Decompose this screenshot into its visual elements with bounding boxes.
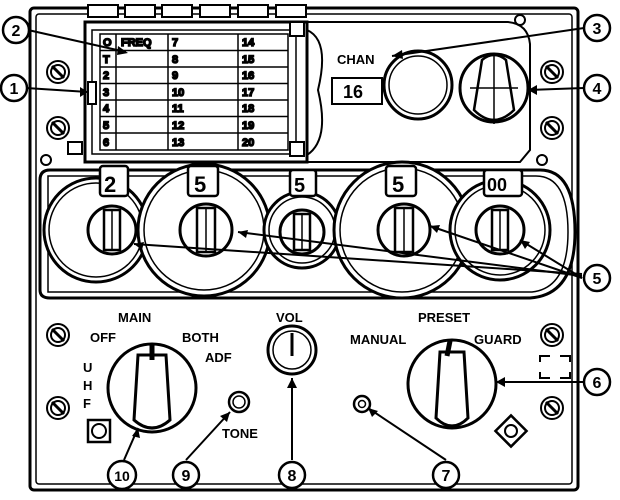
mode-switch-lock-icon bbox=[86, 418, 112, 444]
callout-10: 10 bbox=[106, 459, 138, 491]
freq-digit-2: 5 bbox=[194, 172, 206, 197]
freq-knob-4[interactable] bbox=[376, 202, 432, 258]
table-cell: 10 bbox=[172, 87, 184, 99]
freq-knob-1[interactable] bbox=[86, 204, 138, 256]
tone-label: TONE bbox=[222, 426, 258, 441]
table-header-o: O bbox=[103, 37, 112, 49]
callout-10-label: 10 bbox=[114, 468, 130, 484]
mode-uhf-f: F bbox=[83, 396, 91, 411]
callout-5-label: 5 bbox=[593, 271, 602, 288]
table-cell: 3 bbox=[103, 87, 109, 99]
table-cell: 15 bbox=[242, 54, 254, 66]
manual-label: MANUAL bbox=[350, 332, 406, 347]
callout-8-label: 8 bbox=[288, 468, 297, 485]
table-cell: 9 bbox=[172, 70, 178, 82]
table-cell: 5 bbox=[103, 120, 109, 132]
chan-display bbox=[331, 77, 383, 105]
callout-7: 7 bbox=[431, 460, 461, 490]
freq-knob-2[interactable] bbox=[178, 202, 234, 258]
callout-2: 2 bbox=[1, 15, 31, 45]
screw-icon bbox=[540, 60, 564, 84]
freq-knob-5[interactable] bbox=[474, 204, 526, 256]
table-cell: 13 bbox=[172, 137, 184, 149]
callout-arrowheads bbox=[80, 46, 537, 438]
screw-icon bbox=[46, 323, 70, 347]
preset-switch-knob[interactable] bbox=[406, 338, 498, 430]
freq-digit-3: 5 bbox=[294, 175, 305, 197]
screw-icon bbox=[46, 60, 70, 84]
callout-6-label: 6 bbox=[593, 375, 602, 392]
mode-main-label: MAIN bbox=[118, 310, 151, 325]
preset-label: PRESET bbox=[418, 310, 470, 325]
chan-label: CHAN bbox=[337, 52, 375, 67]
mode-switch-section: MAIN OFF BOTH ADF U H F bbox=[83, 310, 232, 411]
freq-digit-4: 5 bbox=[392, 172, 404, 197]
mode-adf-label: ADF bbox=[205, 350, 232, 365]
callout-1-label: 1 bbox=[10, 81, 19, 98]
callout-markers: 1 2 3 4 5 6 7 8 9 10 bbox=[0, 13, 612, 491]
mode-uhf-h: H bbox=[83, 378, 92, 393]
callout-6: 6 bbox=[582, 367, 612, 397]
table-cell: 20 bbox=[242, 137, 254, 149]
mode-switch-knob[interactable] bbox=[106, 342, 198, 434]
table-cell: 4 bbox=[103, 103, 110, 115]
table-cell: 2 bbox=[103, 70, 109, 82]
mode-uhf-u: U bbox=[83, 360, 92, 375]
vol-label: VOL bbox=[276, 310, 303, 325]
callout-4-label: 4 bbox=[593, 81, 602, 98]
screw-icon bbox=[46, 396, 70, 420]
callout-8: 8 bbox=[277, 460, 307, 490]
table-header-col2: 7 bbox=[172, 37, 178, 49]
table-cell: 11 bbox=[172, 103, 184, 115]
top-edge-tabs bbox=[87, 4, 307, 18]
table-cell: 16 bbox=[242, 70, 254, 82]
callout-2-label: 2 bbox=[12, 23, 21, 40]
screw-icon bbox=[540, 396, 564, 420]
table-cell: T bbox=[103, 54, 110, 66]
screw-icon bbox=[540, 323, 564, 347]
screw-icon bbox=[540, 116, 564, 140]
freq-knob-3[interactable] bbox=[278, 208, 326, 256]
screw-icon bbox=[46, 116, 70, 140]
frequency-table: O FREQ 7 14 T 8 15 2 9 16 3 10 17 4 11 1… bbox=[99, 33, 289, 151]
tone-button[interactable] bbox=[227, 390, 251, 414]
preset-switch-lock-icon bbox=[493, 413, 529, 449]
callout-1: 1 bbox=[0, 73, 29, 103]
table-cell: 18 bbox=[242, 103, 254, 115]
squelch-switch[interactable] bbox=[352, 394, 372, 414]
table-cell: 19 bbox=[242, 120, 254, 132]
callout-7-label: 7 bbox=[442, 468, 451, 485]
chan-value: 16 bbox=[343, 82, 363, 102]
callout-leaders bbox=[25, 27, 585, 461]
mode-both-label: BOTH bbox=[182, 330, 219, 345]
table-cell: 8 bbox=[172, 54, 178, 66]
guard-label: GUARD bbox=[474, 332, 522, 347]
callout-5: 5 bbox=[582, 263, 612, 293]
chan-indicator-window bbox=[382, 49, 454, 121]
callout-9: 9 bbox=[171, 460, 201, 490]
channel-section: CHAN 16 bbox=[305, 21, 531, 163]
callout-3: 3 bbox=[582, 13, 612, 43]
callout-3-label: 3 bbox=[593, 21, 602, 38]
frequency-dials bbox=[42, 160, 552, 300]
bracket-mark bbox=[539, 355, 571, 379]
table-cell: 17 bbox=[242, 87, 254, 99]
freq-digit-1: 2 bbox=[104, 172, 116, 197]
channel-selector-knob[interactable] bbox=[458, 52, 530, 124]
table-header-freq: FREQ bbox=[121, 37, 152, 49]
callout-9-label: 9 bbox=[182, 468, 191, 485]
table-header-col3: 14 bbox=[242, 37, 255, 49]
volume-knob[interactable] bbox=[266, 324, 318, 376]
mode-off-label: OFF bbox=[90, 330, 116, 345]
table-cell: 6 bbox=[103, 137, 109, 149]
table-cell: 12 bbox=[172, 120, 184, 132]
freq-digit-5: 00 bbox=[487, 175, 507, 195]
frequency-digit-windows: 2 5 5 5 00 bbox=[98, 164, 524, 198]
callout-4: 4 bbox=[582, 73, 612, 103]
